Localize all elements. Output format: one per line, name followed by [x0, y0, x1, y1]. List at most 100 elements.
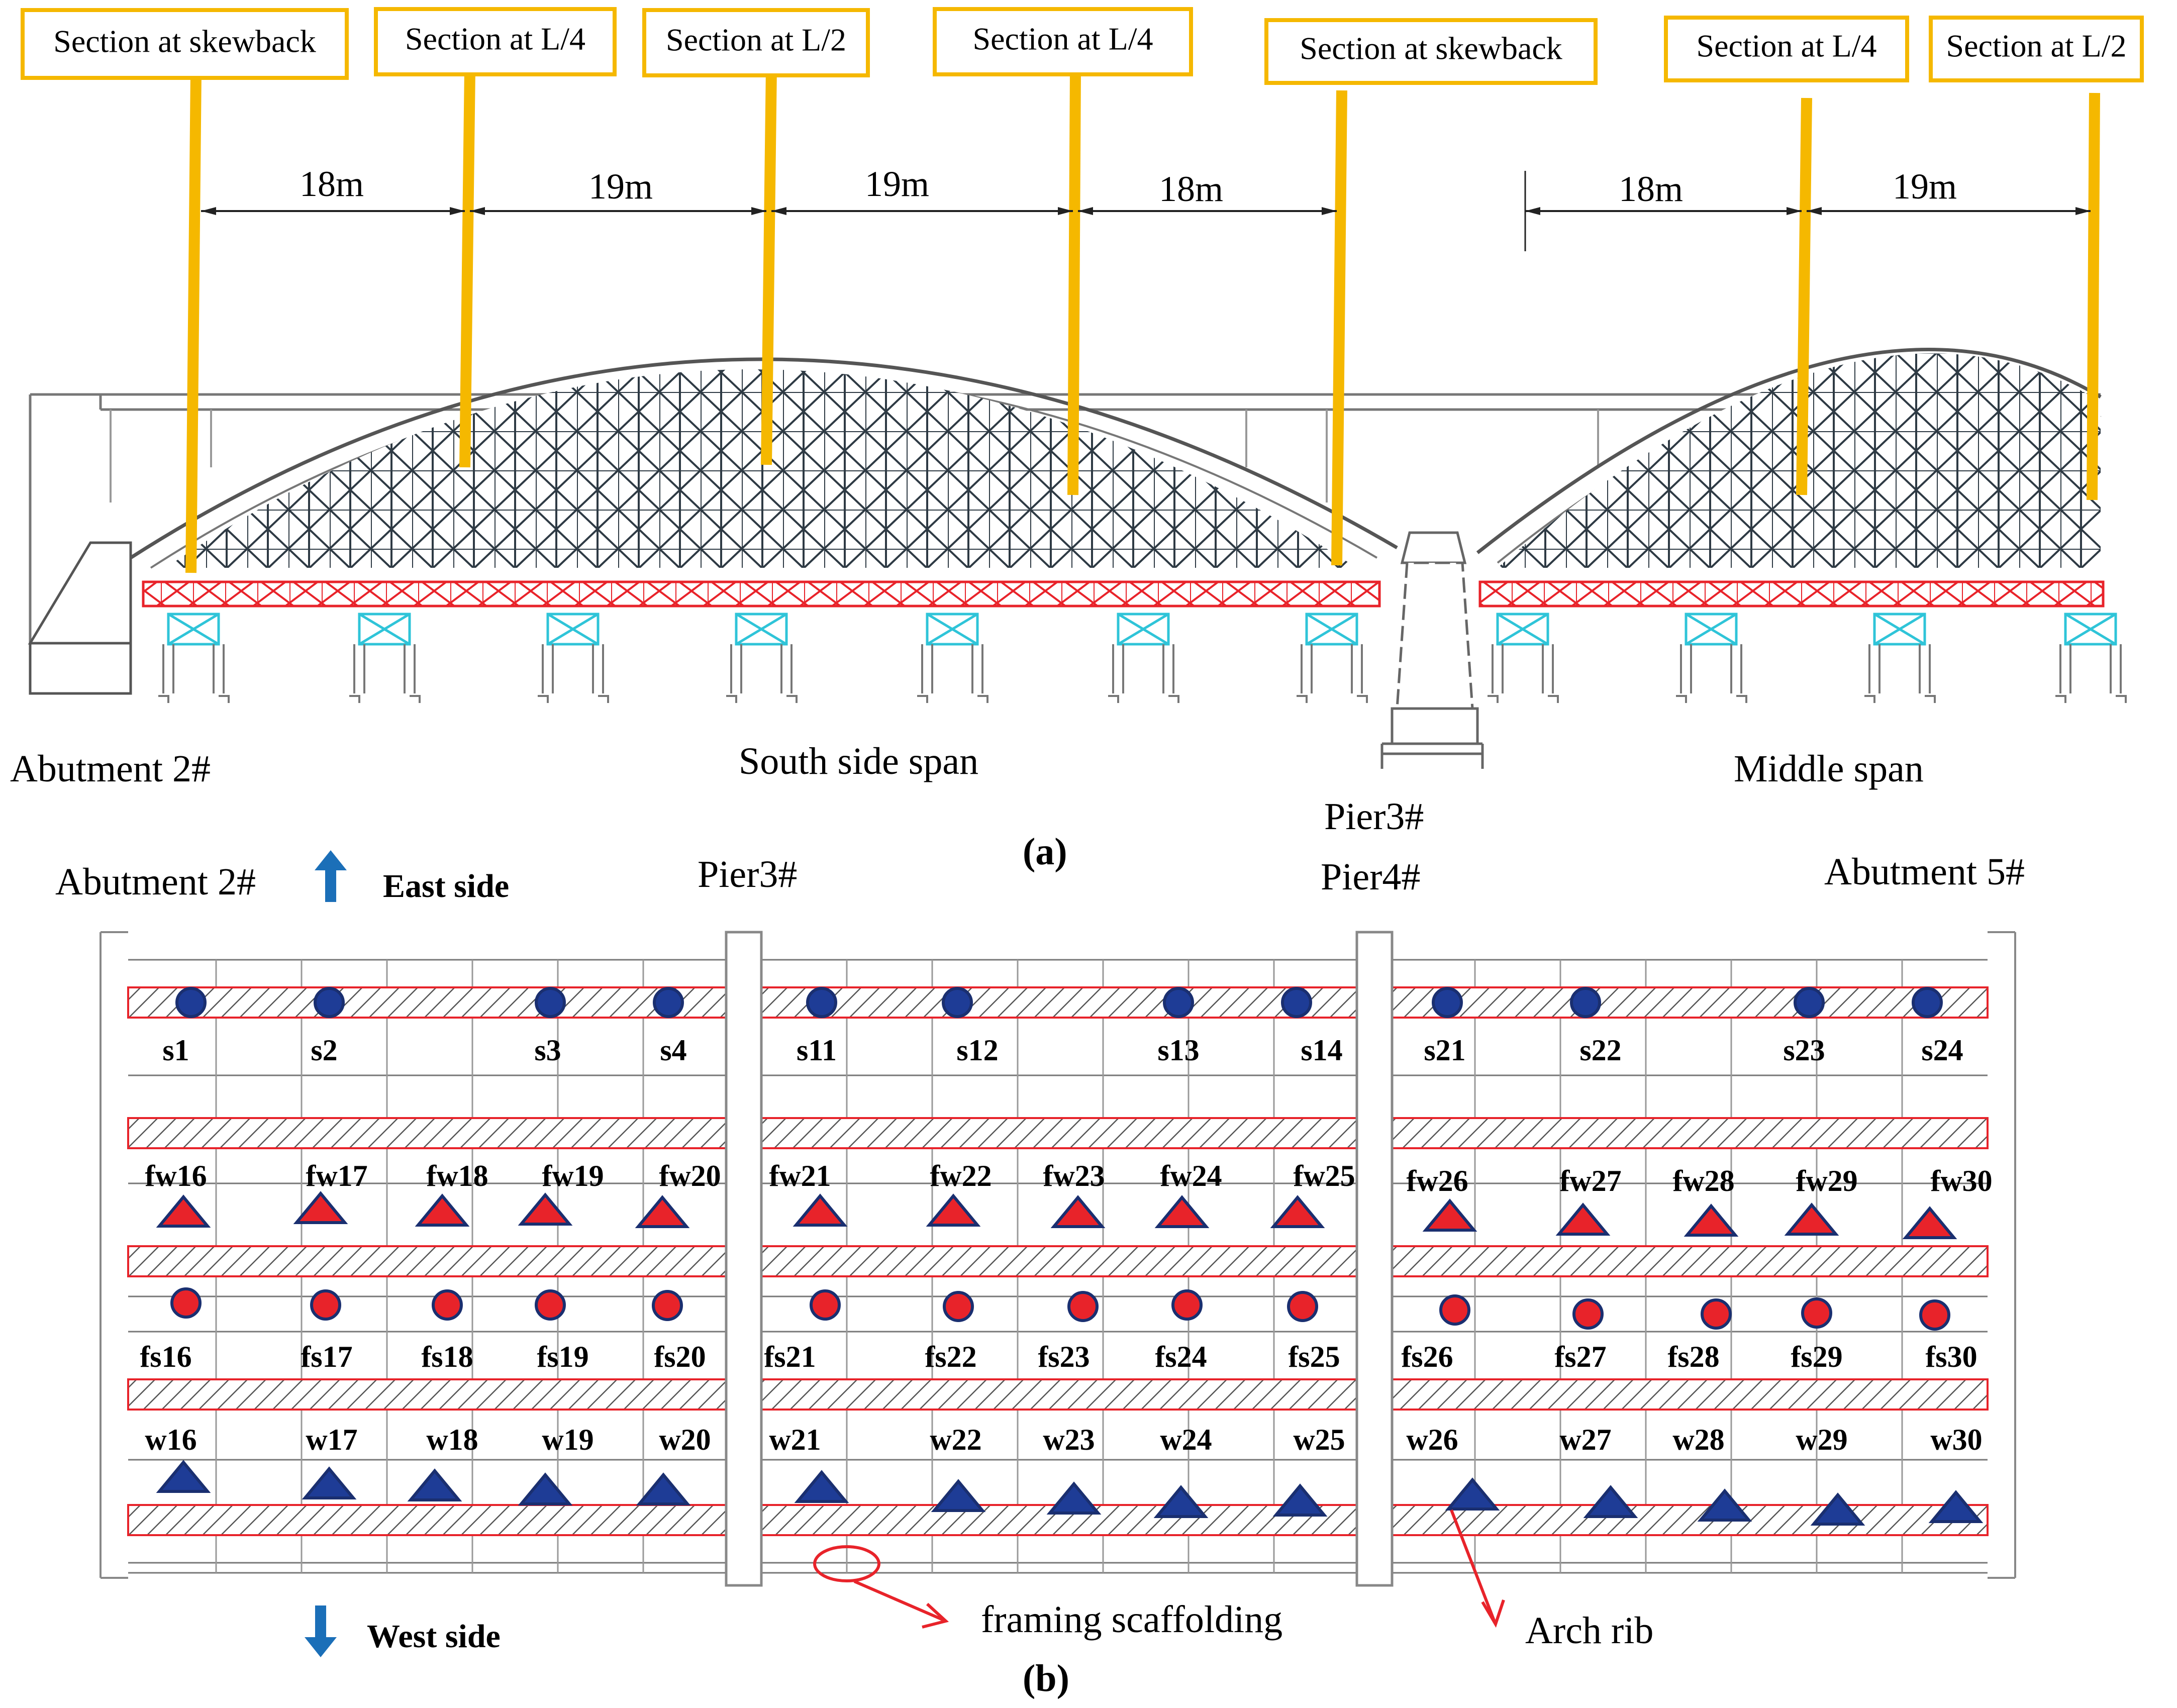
sensor-label-s4: s4 [660, 1034, 686, 1067]
label-abutment-2-b: Abutment 2# [55, 861, 256, 903]
section-line-5 [1331, 90, 1347, 566]
pier-3-plan [725, 931, 763, 1587]
sensor-label-fw16: fw16 [145, 1159, 207, 1192]
distribution-beam-middle [1478, 580, 2105, 608]
stress-sensor-marker [653, 987, 684, 1018]
stress-sensor-marker-red [943, 1291, 974, 1322]
sensor-label-w20: w20 [659, 1423, 711, 1456]
arch-rib-band [1391, 986, 1989, 1019]
label-arch-rib: Arch rib [1525, 1610, 1653, 1652]
sensor-label-s2: s2 [311, 1034, 337, 1067]
section-labels: Section at skewback Section at L/4 Section… [21, 7, 2144, 85]
temporary-supports [158, 613, 2127, 703]
stress-sensor-marker [1794, 987, 1825, 1018]
stress-sensor-marker-red [1171, 1289, 1203, 1321]
sensor-label-fw22: fw22 [930, 1159, 992, 1192]
sensor-label-s24: s24 [1921, 1034, 1963, 1067]
temporary-support [1108, 613, 1179, 703]
sensor-label-w25: w25 [1293, 1423, 1345, 1456]
displacement-sensor-marker-blue [407, 1468, 462, 1501]
panel-a-elevation: Section at skewback Section at L/4 Section… [10, 7, 2144, 873]
dimension-label-3: 19m [865, 164, 929, 204]
dimension-arrow-left [1807, 207, 1822, 215]
sensor-label-fs24: fs24 [1155, 1340, 1207, 1373]
arrow-up-icon [315, 850, 347, 902]
section-line-7 [2087, 92, 2100, 500]
label-abutment-5: Abutment 5# [1824, 851, 2025, 893]
displacement-sensor-marker-red [518, 1192, 573, 1226]
displacement-sensor-marker-red [1684, 1203, 1739, 1237]
sensor-label-fw21: fw21 [769, 1159, 831, 1192]
sensor-label-fs28: fs28 [1667, 1340, 1719, 1373]
section-label-1: Section at skewback [53, 24, 316, 59]
sensor-label-fs19: fs19 [537, 1340, 588, 1373]
section-label-7: Section at L/2 [1946, 28, 2126, 64]
dimension-arrow-left [201, 207, 216, 215]
displacement-sensor-marker-blue [794, 1470, 849, 1503]
dimension-arrow-left [1525, 207, 1540, 215]
label-middle-span: Middle span [1734, 748, 1924, 790]
section-label-6: Section at L/4 [1696, 28, 1876, 64]
section-lines [185, 67, 2100, 573]
sensor-label-s13: s13 [1157, 1034, 1199, 1067]
temporary-support [726, 613, 798, 703]
section-line-4 [1067, 70, 1081, 495]
displacement-sensor-marker-red [156, 1194, 211, 1228]
displacement-sensor-marker-blue [636, 1472, 691, 1505]
displacement-sensor-marker-blue [1928, 1490, 1984, 1523]
sensor-label-s1: s1 [162, 1034, 189, 1067]
stress-sensor-marker [1281, 987, 1312, 1018]
stress-sensor-marker-red [310, 1289, 341, 1321]
dimension-arrow-left [470, 207, 485, 215]
arrow-down-icon [305, 1605, 337, 1657]
stress-sensor-marker [806, 987, 837, 1018]
section-label-3: Section at L/2 [666, 22, 846, 58]
arch-rib-band [127, 1378, 727, 1411]
sensor-label-w26: w26 [1406, 1423, 1458, 1456]
sensor-label-fs23: fs23 [1038, 1340, 1090, 1373]
stress-sensor-marker-red [652, 1290, 683, 1321]
sensor-label-fw26: fw26 [1406, 1164, 1468, 1197]
section-line-6 [1796, 97, 1812, 495]
section-label-5: Section at skewback [1300, 31, 1562, 66]
temporary-support [1488, 613, 1559, 703]
dimension-arrow-right [450, 207, 465, 215]
distribution-beam-south [142, 580, 1381, 608]
arch-rib-band [760, 1245, 1358, 1277]
label-pier-3-b: Pier3# [698, 853, 797, 895]
temporary-support [1297, 613, 1368, 703]
label-east-side: East side [383, 868, 509, 905]
sensor-label-w18: w18 [426, 1423, 478, 1456]
pier-4-plan [1355, 931, 1394, 1587]
temporary-support [1864, 613, 1936, 703]
stress-sensor-marker-red [535, 1289, 566, 1321]
label-framing-scaffolding: framing scaffolding [981, 1598, 1282, 1641]
sensor-label-w27: w27 [1559, 1423, 1611, 1456]
stress-sensor-marker-red [432, 1289, 463, 1321]
displacement-sensor-marker-blue [518, 1472, 573, 1505]
label-south-side-span: South side span [739, 740, 978, 782]
section-label-4: Section at L/4 [972, 21, 1153, 57]
stress-sensor-marker-red [1067, 1291, 1099, 1322]
section-label-box-1 [21, 8, 349, 80]
displacement-sensor-marker-red [293, 1191, 348, 1224]
stress-sensor-marker [314, 987, 345, 1018]
dimension-arrow-left [1078, 207, 1093, 215]
displacement-sensor-marker-red [1784, 1202, 1839, 1236]
displacement-sensor-marker-red [1050, 1195, 1106, 1228]
sensor-label-s14: s14 [1301, 1034, 1342, 1067]
sensor-label-w29: w29 [1796, 1423, 1847, 1456]
displacement-sensor-marker-red [1422, 1198, 1477, 1232]
arch-rib-marker [1450, 1509, 1505, 1628]
sensor-label-fw27: fw27 [1559, 1164, 1621, 1197]
dimension-label-2: 19m [588, 166, 653, 207]
sensor-label-s12: s12 [956, 1034, 998, 1067]
dimension-label-4: 18m [1159, 169, 1223, 209]
scaffolding-marker [813, 1545, 949, 1629]
caption-b: (b) [1023, 1657, 1069, 1699]
section-label-2: Section at L/4 [405, 21, 585, 57]
dimension-arrow-left [771, 207, 786, 215]
sensor-label-w21: w21 [769, 1423, 821, 1456]
sensor-label-fs22: fs22 [925, 1340, 976, 1373]
